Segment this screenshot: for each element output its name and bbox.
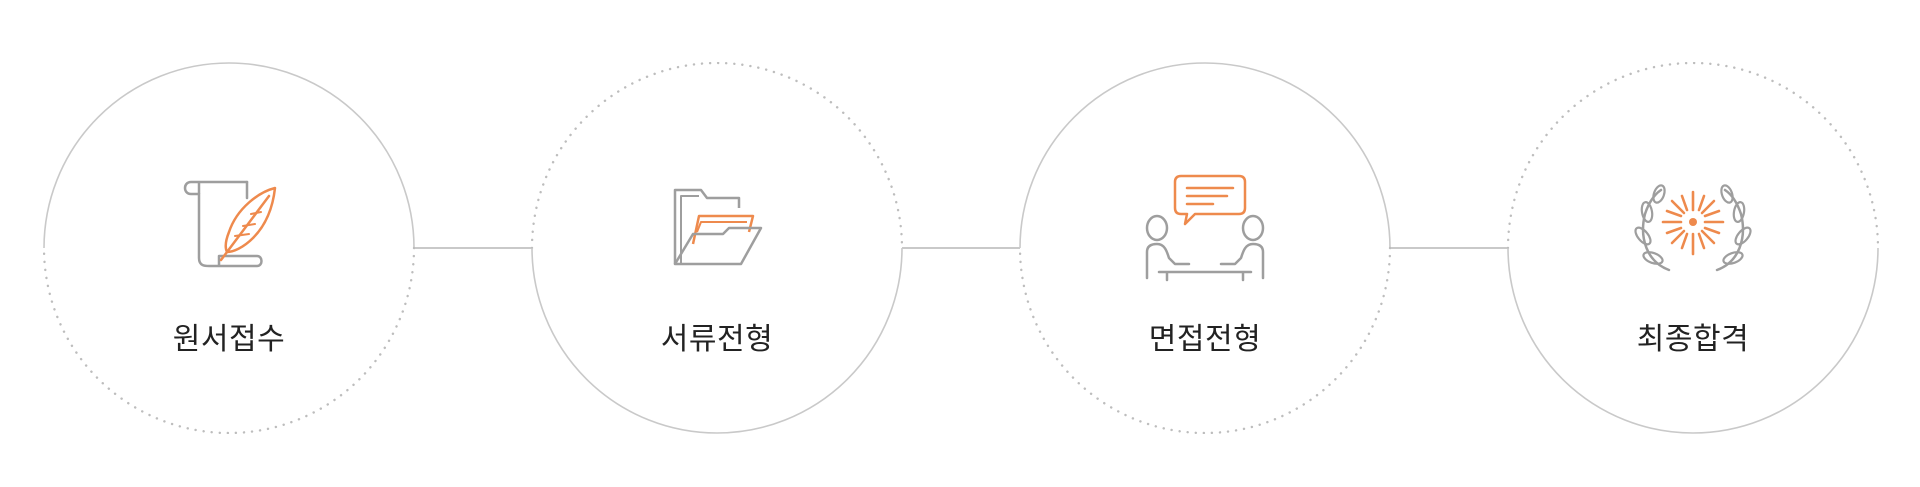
connector-line [414,247,532,249]
step-final-acceptance: 최종합격 [1507,62,1879,434]
step-ring [1507,62,1879,434]
step-interview: 면접전형 [1019,62,1391,434]
step-ring [1019,62,1391,434]
interview-chat-icon [1145,174,1265,282]
connector-line [1390,247,1508,249]
laurel-wreath-icon [1634,184,1752,272]
open-folder-icon [673,188,763,266]
connector-line [902,247,1020,249]
scroll-quill-icon [183,180,277,268]
step-label: 원서접수 [172,322,286,357]
step-label: 서류전형 [660,322,774,357]
step-label: 면접전형 [1148,322,1262,357]
step-label: 최종합격 [1636,322,1750,357]
step-document-screening: 서류전형 [531,62,903,434]
step-ring [531,62,903,434]
step-ring [43,62,415,434]
step-application: 원서접수 [43,62,415,434]
